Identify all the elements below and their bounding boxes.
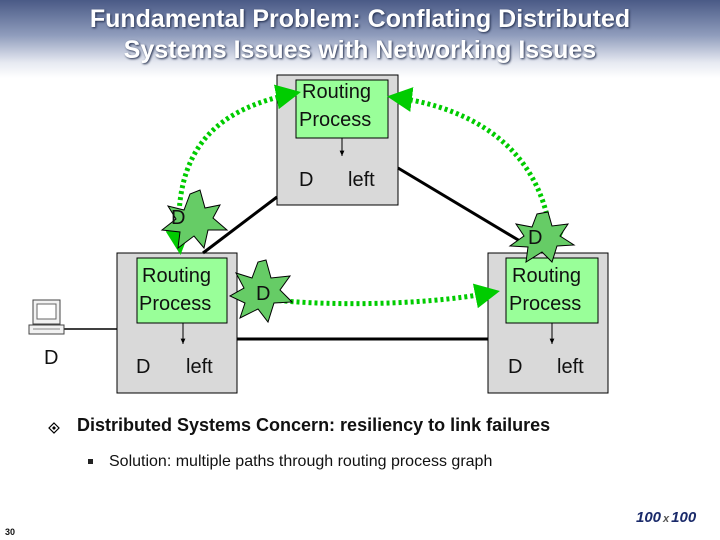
right-process-label-1: Routing bbox=[512, 265, 581, 287]
left-process-label-2: Process bbox=[139, 293, 212, 315]
starburst-top-left bbox=[160, 189, 229, 250]
title-line-2: Systems Issues with Networking Issues bbox=[123, 36, 597, 64]
top-process-label-2: Process bbox=[299, 109, 372, 131]
slide-number: 30 bbox=[5, 527, 16, 537]
starburst-top-left-label: D bbox=[171, 207, 186, 229]
session-top-left bbox=[165, 84, 301, 255]
session-left-right bbox=[232, 283, 500, 312]
title-band bbox=[0, 0, 720, 78]
starburst-right-label: D bbox=[528, 227, 543, 249]
left-left-label: left bbox=[186, 356, 213, 378]
starburst-right bbox=[508, 211, 576, 263]
logo-part-1: 100 bbox=[636, 509, 662, 526]
top-d-label: D bbox=[299, 169, 314, 191]
computer-icon bbox=[28, 299, 65, 335]
title-line-1: Fundamental Problem: Conflating Distribu… bbox=[89, 5, 631, 33]
bullet-diamond-icon bbox=[48, 422, 60, 434]
left-process-label-1: Routing bbox=[142, 265, 211, 287]
right-process-label-2: Process bbox=[509, 293, 582, 315]
right-d-label: D bbox=[508, 356, 523, 378]
logo-part-3: 100 bbox=[671, 509, 697, 526]
bullet-level1-text: Distributed Systems Concern: resiliency … bbox=[77, 415, 551, 435]
bullet-level2-text: Solution: multiple paths through routing… bbox=[109, 453, 493, 470]
left-d-label: D bbox=[136, 356, 151, 378]
starburst-middle bbox=[228, 259, 294, 324]
logo-part-2: x bbox=[663, 513, 670, 525]
top-process-label-1: Routing bbox=[302, 81, 371, 103]
slide-title: Fundamental Problem: Conflating Distribu… bbox=[0, 4, 720, 66]
bullet-square-icon bbox=[88, 459, 93, 464]
left-routing-process bbox=[136, 257, 228, 324]
host-d-label: D bbox=[44, 347, 59, 369]
starburst-middle-label: D bbox=[256, 283, 271, 305]
top-left-label: left bbox=[348, 169, 375, 191]
right-left-label: left bbox=[557, 356, 584, 378]
